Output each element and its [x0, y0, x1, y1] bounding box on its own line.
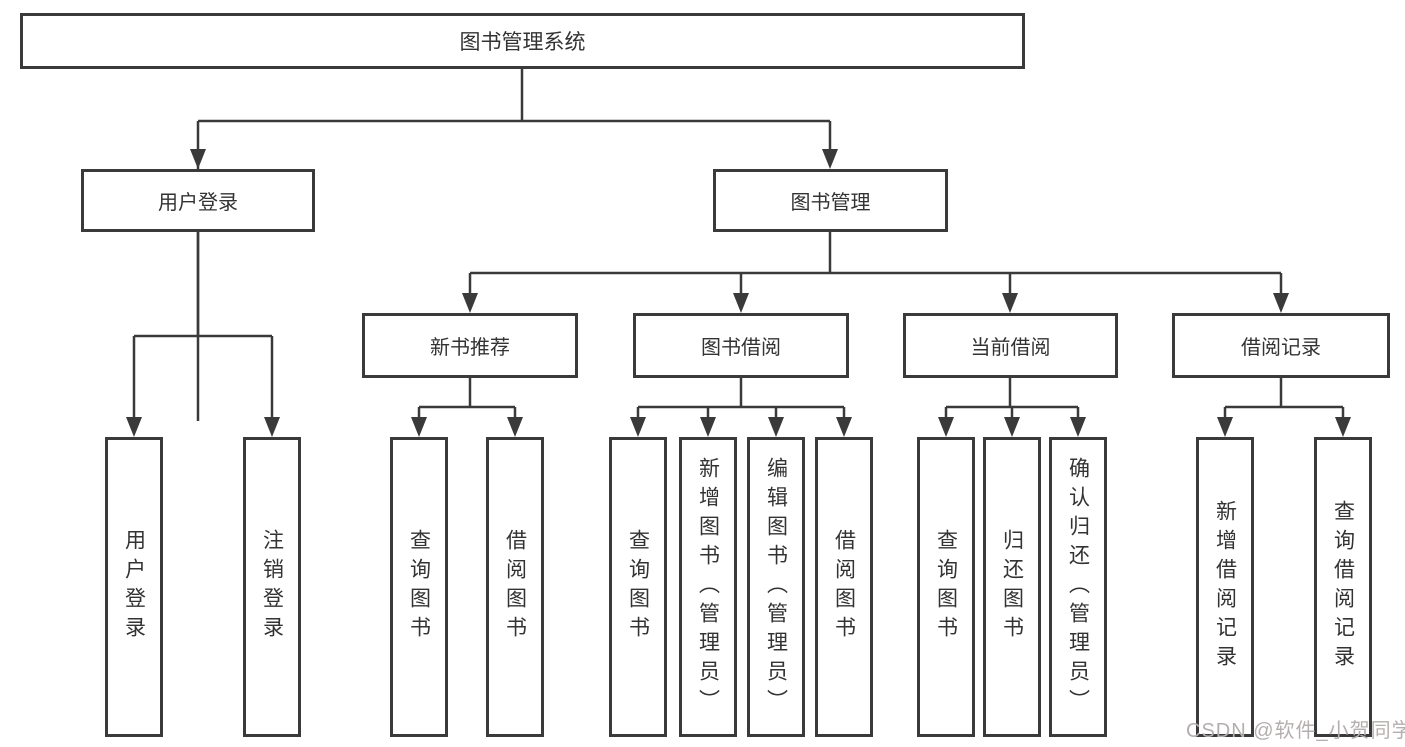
connector-user-login-split: [132, 232, 274, 421]
leaf-user-login: 用户登录: [105, 437, 163, 737]
leaf-label: 查询图书: [407, 529, 431, 645]
node-label: 借阅记录: [1241, 337, 1321, 359]
connector-new-book-split: [417, 375, 517, 421]
node-borrow-records: 借阅记录: [1172, 313, 1390, 378]
leaf-label: 归还图书: [1000, 529, 1024, 645]
node-label: 用户登录: [158, 192, 238, 214]
leaf-borrow-edit-books-admin: 编辑图书（管理员）: [747, 437, 805, 737]
node-book-management: 图书管理: [713, 169, 948, 232]
node-book-borrow: 图书借阅: [633, 313, 849, 378]
leaf-label: 确认归还（管理员）: [1066, 456, 1090, 718]
leaf-label: 新增图书（管理员）: [696, 456, 720, 718]
arrowheads: [126, 149, 1351, 437]
node-current-borrow: 当前借阅: [903, 313, 1118, 378]
leaf-borrow-query-books: 查询图书: [609, 437, 667, 737]
leaf-label: 用户登录: [122, 529, 146, 645]
leaf-label: 新增借阅记录: [1213, 500, 1237, 674]
leaf-newbook-borrow-books: 借阅图书: [486, 437, 544, 737]
watermark: CSDN @软件_小贺同学: [1186, 720, 1405, 742]
leaf-logout: 注销登录: [243, 437, 301, 737]
node-user-login: 用户登录: [81, 169, 315, 232]
connector-book-borrow-split: [636, 375, 846, 421]
leaf-current-confirm-return-admin: 确认归还（管理员）: [1049, 437, 1107, 737]
node-library-system: 图书管理系统: [20, 13, 1025, 69]
leaf-records-add-record: 新增借阅记录: [1196, 437, 1254, 737]
leaf-borrow-borrow-books: 借阅图书: [815, 437, 873, 737]
connector-borrow-records-split: [1223, 375, 1345, 421]
leaf-label: 借阅图书: [503, 529, 527, 645]
leaf-newbook-query-books: 查询图书: [390, 437, 448, 737]
node-label: 图书借阅: [701, 337, 781, 359]
node-label: 图书管理: [790, 192, 871, 214]
node-label: 当前借阅: [970, 337, 1051, 359]
leaf-borrow-add-books-admin: 新增图书（管理员）: [679, 437, 737, 737]
leaf-label: 查询图书: [934, 529, 958, 645]
node-label: 新书推荐: [430, 337, 510, 359]
connector-root-split: [196, 69, 832, 421]
leaf-label: 查询借阅记录: [1331, 500, 1355, 674]
node-new-book-recommend: 新书推荐: [362, 313, 578, 378]
leaf-label: 编辑图书（管理员）: [764, 456, 788, 718]
leaf-label: 借阅图书: [832, 529, 856, 645]
connector-current-borrow-split: [944, 375, 1080, 421]
leaf-current-return-books: 归还图书: [983, 437, 1041, 737]
leaf-records-query-record: 查询借阅记录: [1314, 437, 1372, 737]
leaf-current-query-books: 查询图书: [917, 437, 975, 737]
connector-book-management-split: [468, 232, 1283, 297]
leaf-label: 查询图书: [626, 529, 650, 645]
node-label: 图书管理系统: [459, 31, 586, 54]
leaf-label: 注销登录: [260, 529, 284, 645]
